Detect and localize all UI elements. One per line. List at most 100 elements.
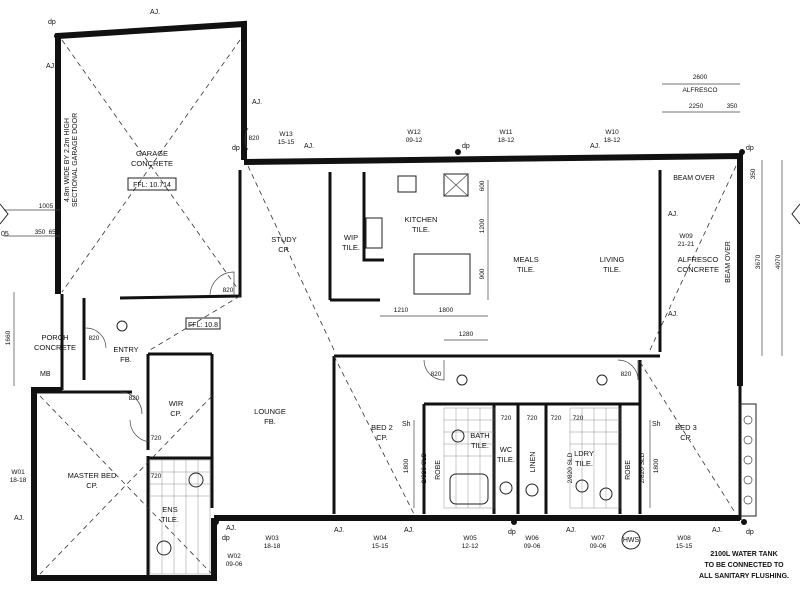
dim-1800: 1800 <box>439 307 454 314</box>
bed3-label: BED 3 <box>675 423 697 432</box>
ens-toilet <box>156 540 172 556</box>
aj-mark: AJ. <box>668 311 678 318</box>
dp-label: dp <box>746 145 754 152</box>
w07-size: 09-06 <box>590 543 607 550</box>
w06-label: W06 <box>525 535 539 542</box>
tile-hatching <box>149 407 621 575</box>
dim-alfresco: ALFRESCO <box>682 87 717 94</box>
roof-line <box>649 165 737 351</box>
w03-size: 18-18 <box>264 543 281 550</box>
dim-2250: 2250 <box>689 103 704 110</box>
tank-ring <box>743 435 753 445</box>
study-floor: CP. <box>278 245 290 254</box>
bath-tiles <box>443 407 495 509</box>
dim-1660: 1660 <box>5 330 12 345</box>
roof-lines <box>39 39 737 575</box>
dp-marker <box>241 149 247 155</box>
dim-1800-bed3: 1800 <box>653 458 660 473</box>
sld-bed2: 2/820 SLD <box>421 452 428 483</box>
fixtures <box>54 33 757 556</box>
dim-3670: 3670 <box>755 254 762 269</box>
garage-wall <box>55 20 247 294</box>
door-swing <box>129 419 151 443</box>
dim-4070: 4070 <box>775 254 782 269</box>
aj-mark: AJ. <box>46 63 56 70</box>
garage-ffl-box <box>127 177 177 191</box>
w07-label: W07 <box>591 535 605 542</box>
basin-bath <box>451 429 465 443</box>
roof-line <box>333 355 415 515</box>
lounge-label: LOUNGE <box>254 407 286 416</box>
roof-line <box>247 165 335 351</box>
bed3-floor: CP. <box>680 433 692 442</box>
smoke-detector <box>596 374 608 386</box>
dp-label: dp <box>222 535 230 542</box>
w05-label: W05 <box>463 535 477 542</box>
ens-basin <box>188 472 204 488</box>
door-swing <box>617 359 639 381</box>
meals-label: MEALS <box>513 255 538 264</box>
bed2-label: BED 2 <box>371 423 393 432</box>
dp-label: dp <box>462 143 470 150</box>
garage-study-wall <box>119 170 242 300</box>
dim-655: 655 <box>49 229 60 236</box>
wir-floor: CP. <box>170 409 182 418</box>
garage-door-note2: SECTIONAL GARAGE DOOR <box>72 113 79 207</box>
north-wall <box>243 152 743 386</box>
dim-600: 600 <box>479 180 486 191</box>
tank-ring <box>743 415 753 425</box>
dim-1200: 1200 <box>479 218 486 233</box>
porch-label: PORCH <box>41 333 68 342</box>
dp-marker <box>54 33 60 39</box>
ldry-label: LDRY <box>574 449 594 458</box>
w04-size: 15-15 <box>372 543 389 550</box>
robe-b-label: ROBE <box>625 460 632 480</box>
w10-label: W10 <box>605 129 619 136</box>
beam-over-top: BEAM OVER <box>673 175 715 182</box>
w12-label: W12 <box>407 129 421 136</box>
dim-720: 720 <box>573 415 584 422</box>
door-swing <box>423 359 445 381</box>
smoke-detector <box>456 374 468 386</box>
study-label: STUDY <box>271 235 296 244</box>
dp-marker <box>213 519 219 525</box>
robe-a-label: ROBE <box>435 460 442 480</box>
w09-size: 21-21 <box>678 241 695 248</box>
garage-label: GARAGE <box>136 149 168 158</box>
sld-linen: 2/820 SLD <box>567 452 574 483</box>
meals-floor: TILE. <box>517 265 535 274</box>
oven <box>365 217 383 249</box>
bath-floor: TILE. <box>471 441 489 450</box>
wip-floor: TILE. <box>342 243 360 252</box>
hws-label: HWS <box>623 537 640 544</box>
section-marker-right-icon <box>791 203 800 225</box>
bathtub <box>449 473 489 505</box>
w05-size: 12-12 <box>462 543 479 550</box>
master-label: MASTER BED <box>68 471 117 480</box>
basin-ldry <box>575 479 589 493</box>
roof-line <box>61 39 241 293</box>
ldry-tiles <box>569 407 621 509</box>
dim-720: 720 <box>151 435 162 442</box>
tank-note-2: TO BE CONNECTED TO <box>704 562 784 569</box>
washer <box>599 487 613 501</box>
door-swing <box>119 391 143 415</box>
aj-mark: AJ. <box>304 143 314 150</box>
linen-label: LINEN <box>530 452 537 473</box>
door-swing <box>85 327 107 349</box>
smoke-detector <box>116 320 128 332</box>
dim-350b: 350 <box>750 168 757 179</box>
dim-820: 820 <box>249 135 260 142</box>
dp-label: dp <box>48 19 56 26</box>
w11-size: 18-12 <box>498 137 515 144</box>
kitchen-island <box>413 253 471 295</box>
master-floor: CP. <box>86 481 98 490</box>
aj-mark: AJ. <box>150 9 160 16</box>
mb-label: MB <box>40 371 51 378</box>
kitchen-floor: TILE. <box>412 225 430 234</box>
dp-marker <box>741 519 747 525</box>
porch-floor: CONCRETE <box>34 343 76 352</box>
aj-mark: AJ. <box>590 143 600 150</box>
alfresco-label: ALFRESCO <box>678 255 719 264</box>
dim-1280: 1280 <box>459 331 474 338</box>
